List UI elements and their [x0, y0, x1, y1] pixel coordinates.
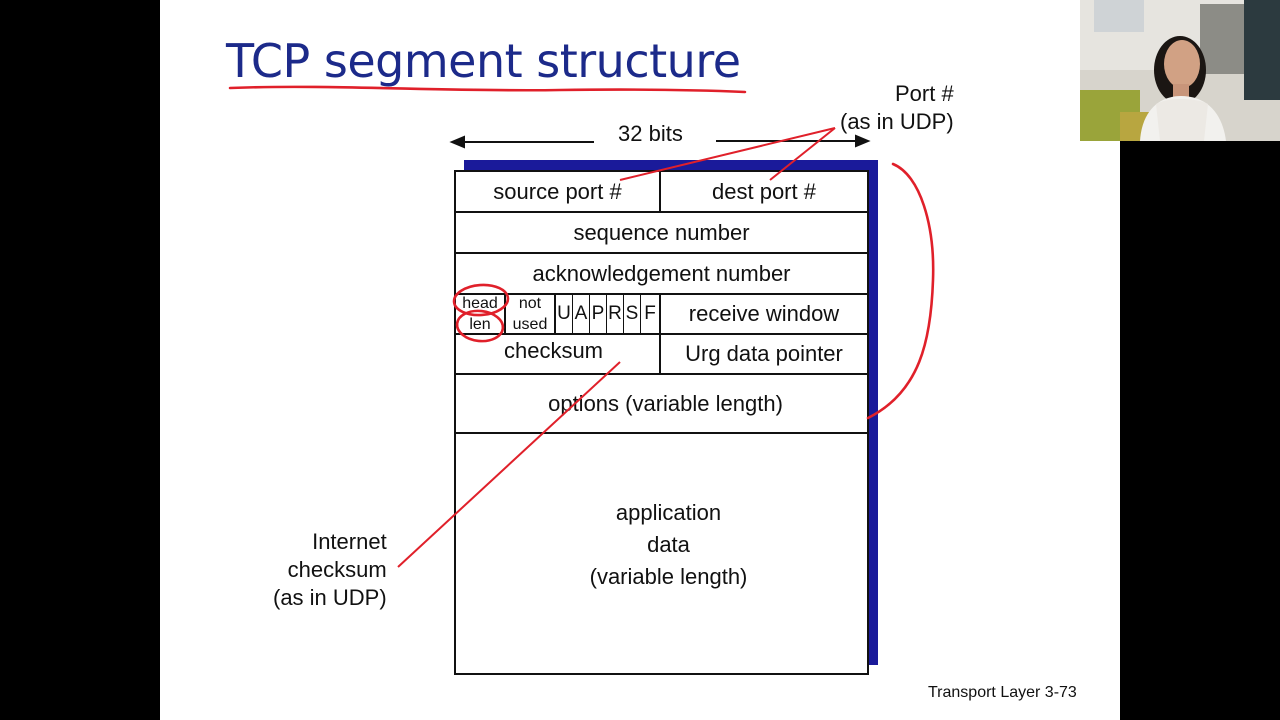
ack-row: acknowledgement number [456, 254, 867, 295]
bits-width-label: 32 bits [618, 121, 683, 146]
port-annotation-line-1: Port # [894, 81, 954, 106]
flag-urg: U [556, 295, 573, 333]
receive-window-field: receive window [688, 301, 840, 326]
flag-fin: F [641, 295, 661, 333]
checksum-annotation-line-2: checksum [287, 557, 387, 582]
checksum-field: checksum [456, 335, 661, 373]
port-annotation: Port # (as in UDP) [840, 80, 954, 136]
options-row: options (variable length) [456, 375, 867, 434]
checksum-annotation-line-1: Internet [312, 529, 387, 554]
sequence-row: sequence number [456, 213, 867, 254]
head-len-line-2: len [469, 316, 491, 333]
application-data-area: application data (variable length) [456, 434, 867, 673]
flag-rst: R [607, 295, 624, 333]
flags-row: head len not used U A P R S F receive wi… [456, 295, 867, 335]
webcam-video [1080, 0, 1280, 141]
presenter-image [1080, 0, 1280, 141]
not-used-field: not used [506, 295, 556, 333]
flag-psh: P [590, 295, 607, 333]
tcp-segment-diagram: source port # dest port # sequence numbe… [454, 170, 869, 675]
checksum-annotation-line-3: (as in UDP) [273, 585, 387, 610]
options-field: options (variable length) [548, 390, 783, 416]
port-annotation-line-2: (as in UDP) [840, 109, 954, 134]
checksum-row: checksum Urg data pointer [456, 335, 867, 375]
app-data-line-1: application [615, 499, 722, 525]
slide: TCP segment structure 32 bits Port # (as… [160, 0, 1120, 720]
flag-ack: A [573, 295, 590, 333]
ack-number-field: acknowledgement number [532, 260, 791, 286]
slide-footer: Transport Layer 3-73 [928, 684, 1077, 701]
app-data-line-3: (variable length) [589, 563, 748, 589]
source-port-field: source port # [456, 172, 661, 211]
app-data-line-2: data [647, 531, 690, 557]
urgent-pointer-field: Urg data pointer [685, 341, 843, 366]
header-length-field: head len [456, 295, 506, 333]
not-used-line-1: not [518, 295, 542, 312]
not-used-line-2: used [512, 316, 548, 333]
flag-syn: S [624, 295, 641, 333]
application-data-field: application data (variable length) [456, 434, 867, 673]
port-row: source port # dest port # [456, 172, 867, 213]
head-len-line-1: head [462, 295, 498, 312]
checksum-annotation: Internet checksum (as in UDP) [273, 528, 387, 612]
slide-title: TCP segment structure [226, 34, 741, 88]
dest-port-field: dest port # [712, 178, 816, 204]
sequence-number-field: sequence number [573, 219, 750, 245]
